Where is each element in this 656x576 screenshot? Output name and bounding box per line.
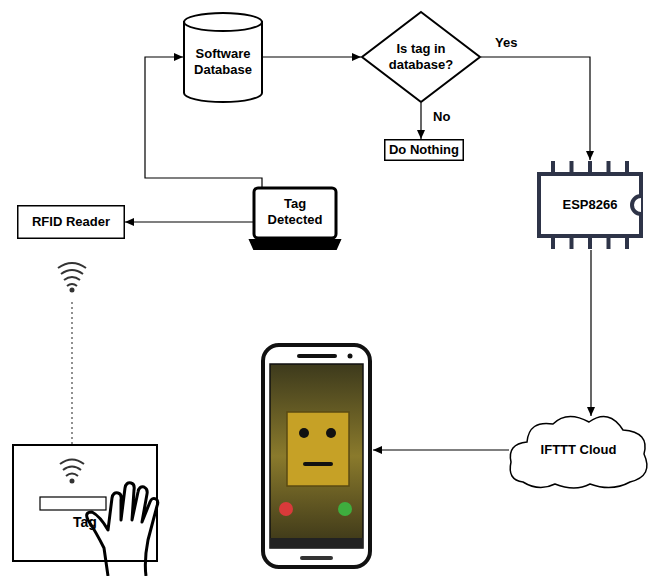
rect-stroke bbox=[385, 140, 464, 161]
tag-waves bbox=[60, 460, 84, 483]
chip-pin bbox=[607, 161, 611, 174]
database-cylinder: Software Database bbox=[183, 12, 263, 102]
node-label: Software Database bbox=[187, 46, 259, 77]
text-holder: RFID Reader bbox=[17, 205, 125, 239]
laptop-stroke bbox=[254, 188, 336, 238]
phone bbox=[263, 345, 370, 567]
connector bbox=[263, 56, 361, 57]
node-label: Do Nothing bbox=[389, 142, 459, 158]
text-holder: Do Nothing bbox=[384, 139, 464, 161]
chip: ESP8266 bbox=[531, 160, 649, 250]
tag-strip bbox=[40, 497, 106, 510]
laptop-stroke bbox=[250, 240, 340, 249]
text-holder: IFTTT Cloud bbox=[505, 410, 652, 490]
connector bbox=[590, 250, 591, 416]
text-holder: Is tag in database? bbox=[361, 11, 481, 103]
cloud-to-phone-arrow bbox=[373, 449, 509, 450]
node-label: Tag Detected bbox=[258, 196, 332, 227]
chip-body bbox=[539, 174, 641, 236]
cyl-stroke bbox=[184, 21, 262, 102]
tagbox-outline bbox=[12, 444, 158, 562]
node-label: Is tag in database? bbox=[383, 41, 459, 72]
node-label: Tag bbox=[73, 514, 97, 531]
connector bbox=[420, 103, 421, 139]
reader-waves bbox=[58, 263, 86, 292]
node-label: ESP8266 bbox=[563, 197, 618, 213]
chip-pin bbox=[588, 161, 592, 174]
text-holder: ESP8266 bbox=[531, 160, 649, 250]
connector bbox=[481, 57, 590, 160]
hand bbox=[87, 483, 158, 576]
cyl-stroke bbox=[184, 13, 262, 31]
dotted-link bbox=[71, 302, 72, 444]
chip-pin bbox=[551, 236, 555, 249]
rect-stroke bbox=[18, 206, 125, 239]
diamond-stroke bbox=[362, 12, 480, 102]
text-holder: Software Database bbox=[183, 12, 263, 102]
chip-pin bbox=[607, 236, 611, 249]
chip-pin bbox=[588, 236, 592, 249]
chip-pin bbox=[625, 236, 629, 249]
edge-label: No bbox=[431, 109, 452, 124]
chip-pin bbox=[551, 161, 555, 174]
text-holder: Tag Detected bbox=[248, 186, 342, 252]
tagbox-stroke bbox=[13, 445, 157, 561]
chip-notch bbox=[632, 196, 641, 214]
process-box: Do Nothing bbox=[384, 139, 464, 161]
chip-pin bbox=[625, 161, 629, 174]
edge-label: Yes bbox=[493, 35, 519, 50]
laptop: Tag Detected bbox=[248, 186, 342, 252]
reader-box: RFID Reader bbox=[17, 205, 125, 239]
chip-pin bbox=[570, 236, 574, 249]
chip-pin bbox=[570, 161, 574, 174]
node-label: IFTTT Cloud bbox=[541, 442, 617, 458]
text-holder: Tag bbox=[12, 444, 158, 562]
tag-box: Tag bbox=[12, 444, 158, 562]
cloud: IFTTT Cloud bbox=[505, 410, 652, 490]
node-label: RFID Reader bbox=[32, 214, 110, 230]
connector bbox=[125, 221, 254, 222]
cloud-stroke bbox=[510, 416, 647, 488]
decision-diamond: Is tag in database? bbox=[361, 11, 481, 103]
